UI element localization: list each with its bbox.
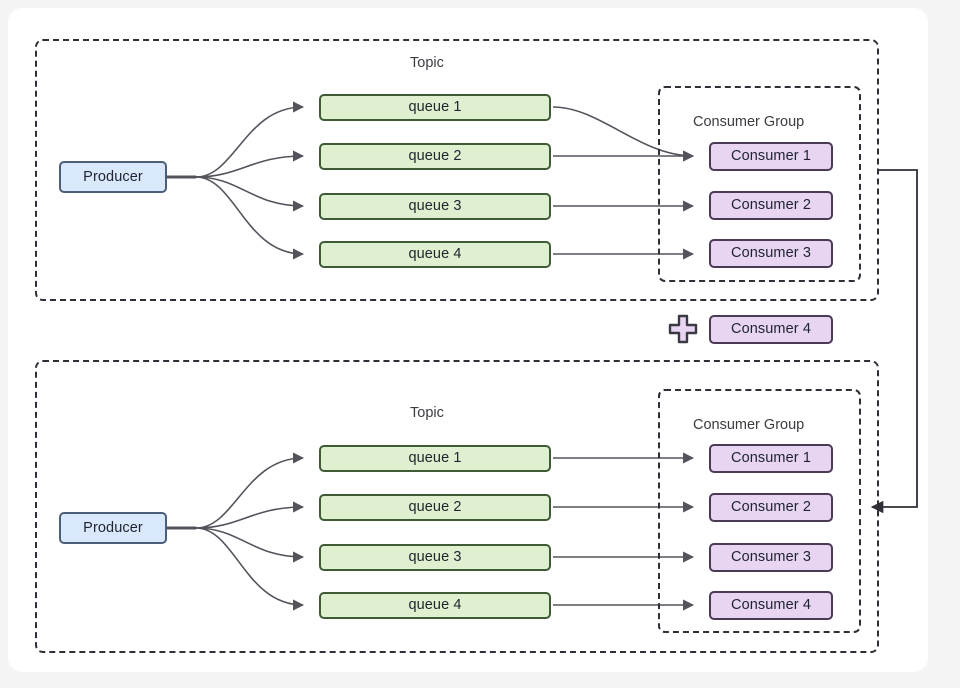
queue-node-after-2[interactable]: queue 2: [319, 494, 551, 521]
panel-before-frame: [35, 39, 879, 301]
plus-icon: [668, 314, 698, 344]
queue-node-after-1[interactable]: queue 1: [319, 445, 551, 472]
consumer-node-added[interactable]: Consumer 4: [709, 315, 833, 344]
panel-after-frame: [35, 360, 879, 653]
producer-node-after[interactable]: Producer: [59, 512, 167, 544]
bottom-queue-to-consumer-arrows: [553, 452, 695, 611]
rebalance-connector: [870, 169, 918, 514]
consumer-node-after-1[interactable]: Consumer 1: [709, 444, 833, 473]
consumer-group-frame-after: [658, 389, 861, 633]
queue-node-after-4[interactable]: queue 4: [319, 592, 551, 619]
top-producer-fanout: [167, 101, 305, 260]
queue-node-before-2[interactable]: queue 2: [319, 143, 551, 170]
consumer-node-after-2[interactable]: Consumer 2: [709, 493, 833, 522]
consumer-node-after-3[interactable]: Consumer 3: [709, 543, 833, 572]
queue-node-before-4[interactable]: queue 4: [319, 241, 551, 268]
consumer-node-before-1[interactable]: Consumer 1: [709, 142, 833, 171]
consumer-node-after-4[interactable]: Consumer 4: [709, 591, 833, 620]
consumer-group-label-before: Consumer Group: [693, 114, 805, 130]
topic-label-after: Topic: [410, 405, 444, 421]
producer-node-before[interactable]: Producer: [59, 161, 167, 193]
queue-node-before-3[interactable]: queue 3: [319, 193, 551, 220]
top-queue-to-consumer-arrows: [552, 106, 695, 260]
consumer-node-before-2[interactable]: Consumer 2: [709, 191, 833, 220]
bottom-producer-fanout: [167, 452, 305, 611]
queue-node-before-1[interactable]: queue 1: [319, 94, 551, 121]
consumer-group-frame-before: [658, 86, 861, 282]
consumer-node-before-3[interactable]: Consumer 3: [709, 239, 833, 268]
queue-node-after-3[interactable]: queue 3: [319, 544, 551, 571]
consumer-group-label-after: Consumer Group: [693, 417, 805, 433]
topic-label-before: Topic: [410, 55, 444, 71]
